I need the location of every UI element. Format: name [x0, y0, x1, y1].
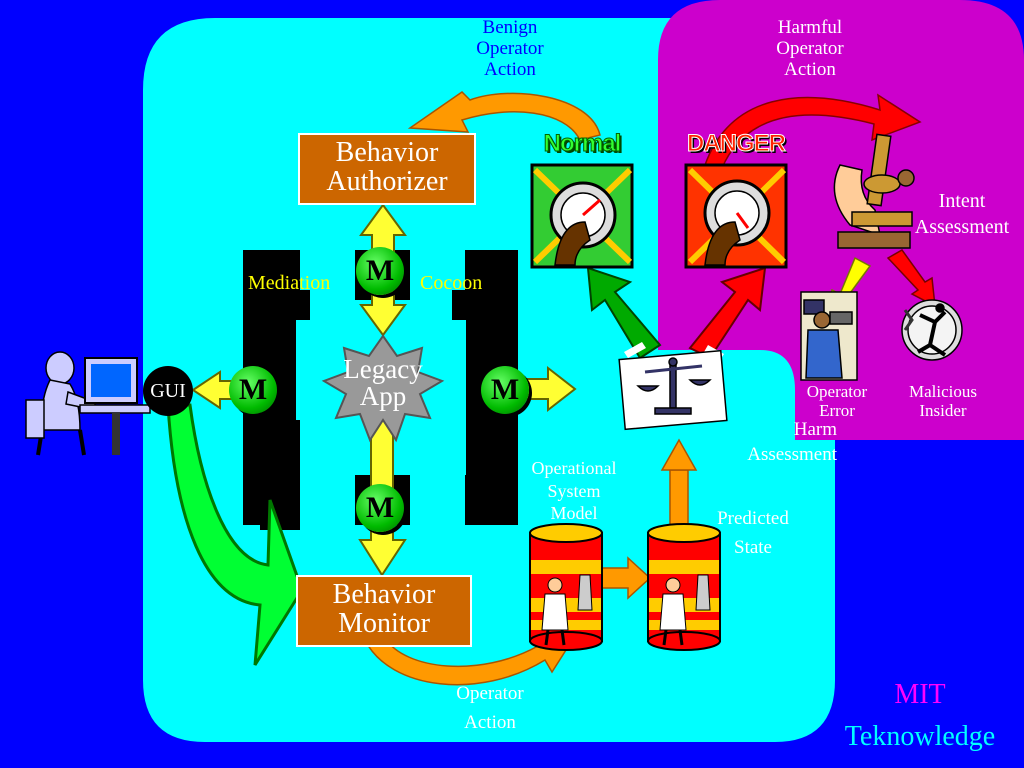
normal-sign-title: Normal [543, 130, 622, 158]
danger-gauge-icon [684, 163, 788, 269]
microscope-to-insider-arrow [886, 249, 936, 308]
predicted-to-scales-arrow [660, 438, 698, 531]
harmful-action-label: Harmful Operator Action [776, 17, 844, 80]
operational-system-model-label: Operational System Model [531, 458, 617, 523]
danger-sign-title: DANGER [686, 130, 786, 158]
scientist-cylinder-icon [529, 523, 603, 651]
harmful-action-arrow [703, 93, 922, 169]
legacy-app-label: Legacy App [343, 354, 423, 411]
normal-gauge-icon [530, 163, 634, 269]
microscope-icon [833, 133, 915, 249]
operator-error-icon [800, 291, 858, 381]
mediator-left: M [229, 366, 277, 414]
scales-to-normal-arrow [586, 266, 662, 360]
benign-action-label: Benign Operator Action [476, 17, 544, 80]
harm-assessment-label: Harm Assessment [747, 419, 837, 465]
mediator-top: M [356, 247, 404, 295]
scales-to-danger-arrow [688, 266, 767, 360]
mit-credit: MIT [894, 679, 946, 710]
intent-assessment-label: Intent Assessment [914, 190, 1010, 238]
gui-node: GUI [143, 366, 193, 416]
operator-error-label: Operator Error [806, 382, 868, 420]
scientist-cylinder-icon [647, 523, 721, 651]
malicious-insider-label: Malicious Insider [909, 382, 977, 420]
behavior-authorizer-box: Behavior Authorizer [298, 133, 476, 205]
teknowledge-credit: Teknowledge [844, 721, 996, 752]
right-mediator-arrow [524, 365, 577, 413]
behavior-monitor-box: Behavior Monitor [296, 575, 472, 647]
benign-action-arrow [407, 91, 601, 141]
malicious-insider-icon [901, 299, 963, 361]
operator-action-label: Operator Action [456, 683, 524, 733]
scales-icon [618, 349, 728, 431]
predicted-state-label: Predicted State [717, 508, 789, 558]
mediator-right: M [481, 366, 529, 414]
cylinder-to-cylinder-arrow [599, 556, 652, 600]
mediation-label: Mediation [248, 272, 331, 294]
cocoon-label: Cocoon [420, 272, 483, 294]
legacy-app-star [321, 334, 445, 443]
mediator-bottom: M [356, 484, 404, 532]
person-at-computer-icon [25, 351, 151, 456]
